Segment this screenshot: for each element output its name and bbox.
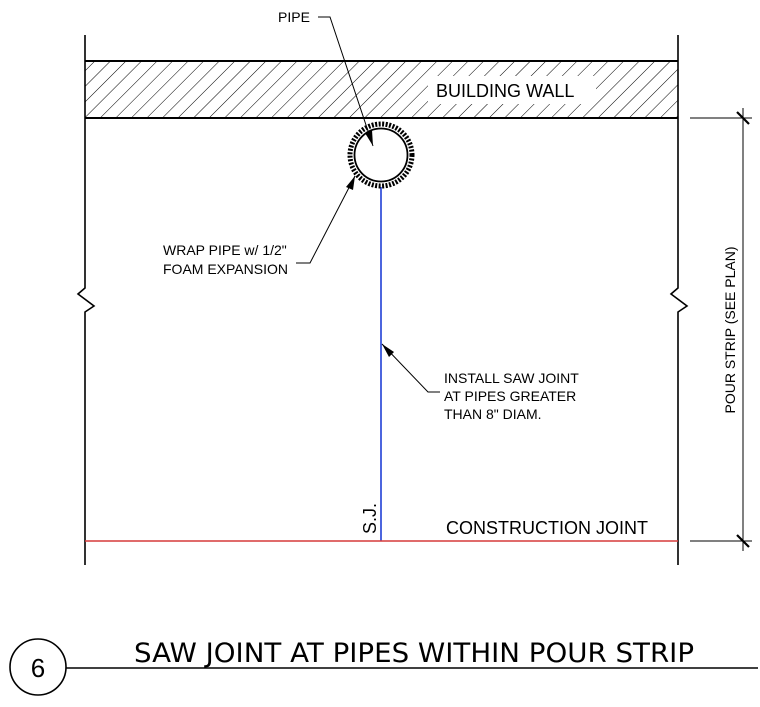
pour-strip-tick-bottom	[736, 534, 750, 548]
sj-label: S.J.	[360, 503, 380, 534]
wrap-pipe-leader	[296, 175, 356, 264]
wrap-pipe-label-line1: WRAP PIPE w/ 1/2"	[163, 242, 287, 258]
detail-number: 6	[31, 653, 45, 683]
pour-strip-tick-top	[736, 111, 750, 125]
detail-title: SAW JOINT AT PIPES WITHIN POUR STRIP	[134, 638, 694, 669]
saw-joint-leader-arrow	[382, 344, 394, 357]
right-boundary-line	[669, 35, 689, 565]
saw-joint-note-line1: INSTALL SAW JOINT	[444, 370, 579, 386]
building-wall-label: BUILDING WALL	[436, 81, 574, 101]
building-wall-label-mask	[428, 76, 596, 104]
pipe-label: PIPE	[278, 9, 310, 25]
wrap-pipe-leader-arrow	[346, 176, 355, 190]
detail-title-block: 6 SAW JOINT AT PIPES WITHIN POUR STRIP	[9, 638, 758, 696]
pour-strip-label: POUR STRIP (SEE PLAN)	[722, 246, 738, 413]
pipe-symbol	[347, 121, 415, 189]
detail-number-circle	[9, 638, 67, 696]
saw-joint-leader	[381, 343, 440, 393]
saw-joint-note-line3: THAN 8" DIAM.	[444, 406, 542, 422]
building-wall: BUILDING WALL	[85, 60, 678, 119]
saw-joint-note-line2: AT PIPES GREATER	[444, 388, 576, 404]
construction-joint-label: CONSTRUCTION JOINT	[446, 518, 648, 538]
pipe-leader-arrow	[365, 130, 373, 146]
pipe-outline	[353, 127, 409, 183]
pour-strip-dimension: POUR STRIP (SEE PLAN)	[690, 108, 752, 551]
left-boundary-line	[76, 35, 96, 565]
pipe-leader	[318, 16, 374, 147]
wrap-pipe-label-line2: FOAM EXPANSION	[163, 261, 288, 277]
